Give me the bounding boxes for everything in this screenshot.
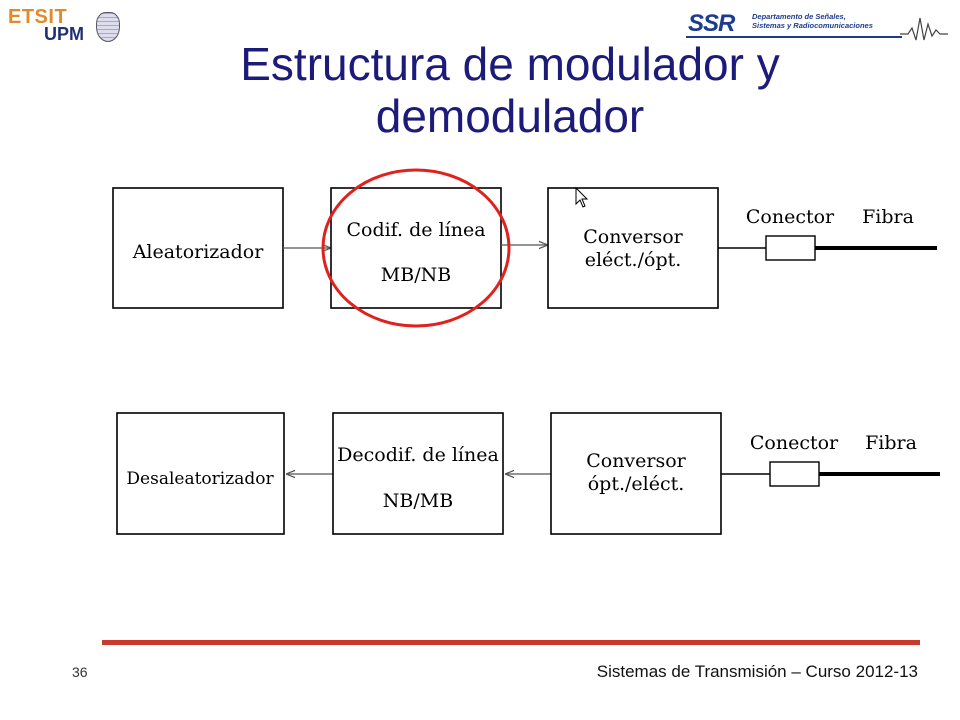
codif-code-label: MB/NB: [381, 264, 451, 286]
conversor-oe-type-label: ópt./eléct.: [588, 473, 685, 495]
conversor-eo-label: Conversor: [583, 226, 683, 248]
decodif-linea-label: Decodif. de línea: [337, 444, 499, 466]
upm-logo: UPM: [44, 24, 84, 44]
footer-bar: [102, 640, 920, 645]
highlight-circle: [321, 168, 511, 328]
codif-linea-label: Codif. de línea: [346, 219, 485, 241]
codif-linea-block: [330, 187, 502, 309]
aleatorizador-label: Aleatorizador: [132, 241, 265, 263]
slide-title: Estructura de modulador y demodulador: [0, 38, 960, 142]
title-line-1: Estructura de modulador y: [240, 38, 780, 90]
course-footer: Sistemas de Transmisión – Curso 2012-13: [596, 662, 918, 681]
conversor-oe-label: Conversor: [586, 450, 686, 472]
fiber-label: Fibra: [865, 432, 917, 454]
department-line-1: Departamento de Señales,: [752, 12, 846, 21]
conversor-eo-block: [547, 187, 719, 309]
department-name: Departamento de Señales, Sistemas y Radi…: [752, 12, 873, 30]
modulator-chain: Aleatorizador Codif. de línea MB/NB Conv…: [112, 168, 937, 328]
connector-symbol: [769, 461, 820, 487]
conversor-eo-type-label: eléct./ópt.: [585, 249, 682, 271]
waveform-icon: [900, 17, 948, 41]
upm-seal-icon: [96, 12, 120, 42]
title-line-2: demodulador: [375, 90, 645, 142]
mouse-pointer-icon: [575, 186, 589, 208]
slide-number: 36: [72, 664, 88, 680]
etsit-logo: ETSIT: [8, 6, 68, 28]
ssr-logo: SSR: [688, 10, 735, 37]
connector-label: Conector: [750, 432, 839, 454]
conversor-oe-block: [550, 412, 722, 535]
desaleatorizador-block: [116, 412, 285, 535]
department-underline: [686, 36, 902, 38]
fiber-label: Fibra: [862, 206, 914, 228]
department-line-2: Sistemas y Radiocomunicaciones: [752, 21, 873, 30]
decodif-code-label: NB/MB: [383, 490, 453, 512]
aleatorizador-block: [112, 187, 284, 309]
demodulator-chain: Desaleatorizador Decodif. de línea NB/MB…: [116, 412, 940, 535]
desaleatorizador-label: Desaleatorizador: [126, 469, 274, 489]
connector-symbol: [765, 235, 816, 261]
connector-label: Conector: [746, 206, 835, 228]
decodif-linea-block: [332, 412, 504, 535]
